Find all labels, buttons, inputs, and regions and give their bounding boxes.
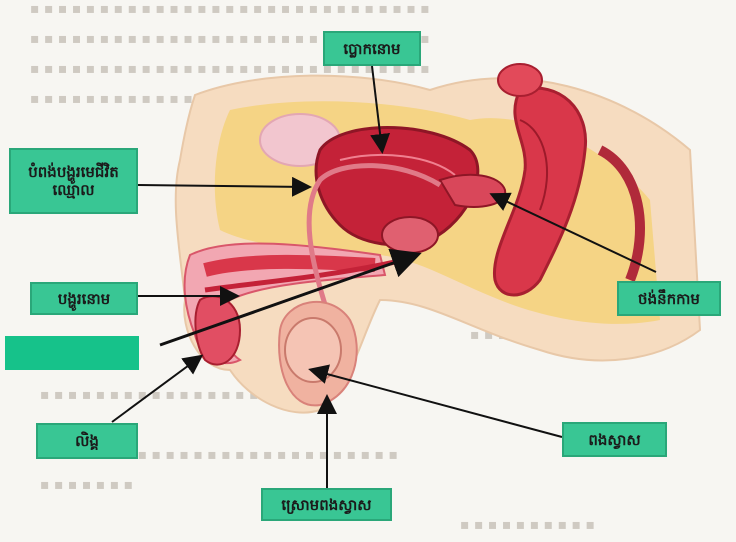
label-seminal-vesicle: ថង់នឹកកាម	[617, 281, 721, 316]
label-vas-deferens: បំពង់បង្ហូរមេជីវិតឈ្មោល	[9, 148, 138, 214]
label-urethra: បង្ហូរនោម	[30, 282, 138, 315]
label-bladder: ប្លោកនោម	[323, 31, 421, 66]
label-testis: ពងស្វាស	[562, 422, 667, 457]
label-penis: លិង្គ	[36, 423, 138, 459]
colon-loop	[498, 64, 542, 96]
prostate	[382, 217, 438, 253]
pointer-testis	[312, 370, 562, 437]
blank-answer-box[interactable]	[5, 336, 139, 370]
testis	[285, 318, 341, 382]
label-scrotum: ស្រោមពងស្វាស	[261, 488, 392, 521]
